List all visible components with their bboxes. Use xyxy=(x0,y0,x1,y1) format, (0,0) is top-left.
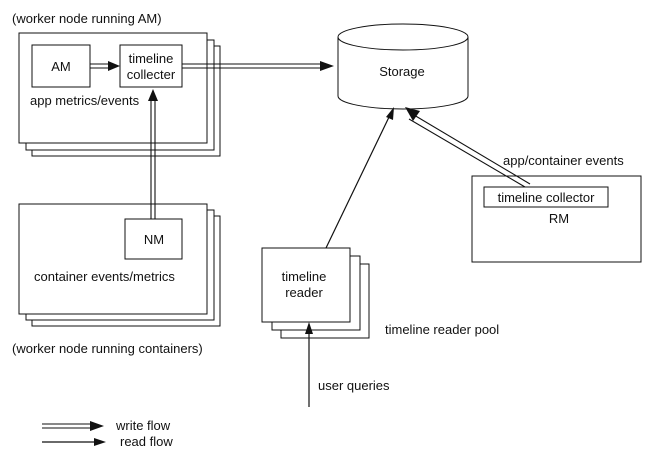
rm-label: RM xyxy=(549,211,569,226)
user-queries-label: user queries xyxy=(318,378,390,393)
reader-label-line2: reader xyxy=(285,285,323,300)
container-events-label: container events/metrics xyxy=(34,269,175,284)
legend-write-flow-arrow xyxy=(42,421,104,431)
timeline-collecter-box xyxy=(119,44,183,88)
am-worker-node: (worker node running AM) AM timeline col… xyxy=(12,11,221,157)
write-arrow-nm-to-collecter xyxy=(148,89,158,219)
timeline-collecter-label-line2: collecter xyxy=(127,67,176,82)
reader-label-line1: timeline xyxy=(282,269,327,284)
am-label: AM xyxy=(51,59,71,74)
rm-events-label: app/container events xyxy=(503,153,624,168)
storage-body xyxy=(337,37,469,110)
reader-pool-label: timeline reader pool xyxy=(385,322,499,337)
write-arrow-rm-to-storage xyxy=(405,107,531,188)
app-metrics-label: app metrics/events xyxy=(30,93,140,108)
container-node-title: (worker node running containers) xyxy=(12,341,203,356)
write-arrow-am-to-collecter xyxy=(90,61,120,71)
am-node-title: (worker node running AM) xyxy=(12,11,162,26)
am-box xyxy=(31,44,91,88)
timeline-collecter-label-line1: timeline xyxy=(129,51,174,66)
nm-label: NM xyxy=(144,232,164,247)
rm-node: app/container events timeline collector … xyxy=(471,153,642,263)
storage-top xyxy=(337,23,469,51)
legend-read-flow-arrow xyxy=(42,438,106,446)
legend-write-flow-label: write flow xyxy=(115,418,171,433)
nm-box xyxy=(124,218,183,260)
timeline-reader-pool: timeline reader timeline reader pool use… xyxy=(261,247,499,393)
reader-box xyxy=(261,247,351,323)
read-arrow-reader-to-storage xyxy=(325,107,394,249)
storage-label: Storage xyxy=(379,64,425,79)
read-arrow-queries-to-reader xyxy=(305,322,313,407)
legend-read-flow-label: read flow xyxy=(120,434,173,449)
storage-cylinder: Storage xyxy=(337,23,469,110)
container-worker-node: NM container events/metrics (worker node… xyxy=(12,203,221,356)
write-arrow-collecter-to-storage xyxy=(182,61,334,71)
rm-timeline-collector-box xyxy=(483,186,609,208)
rm-timeline-collector-label: timeline collector xyxy=(498,190,595,205)
legend: write flow read flow xyxy=(42,418,173,449)
